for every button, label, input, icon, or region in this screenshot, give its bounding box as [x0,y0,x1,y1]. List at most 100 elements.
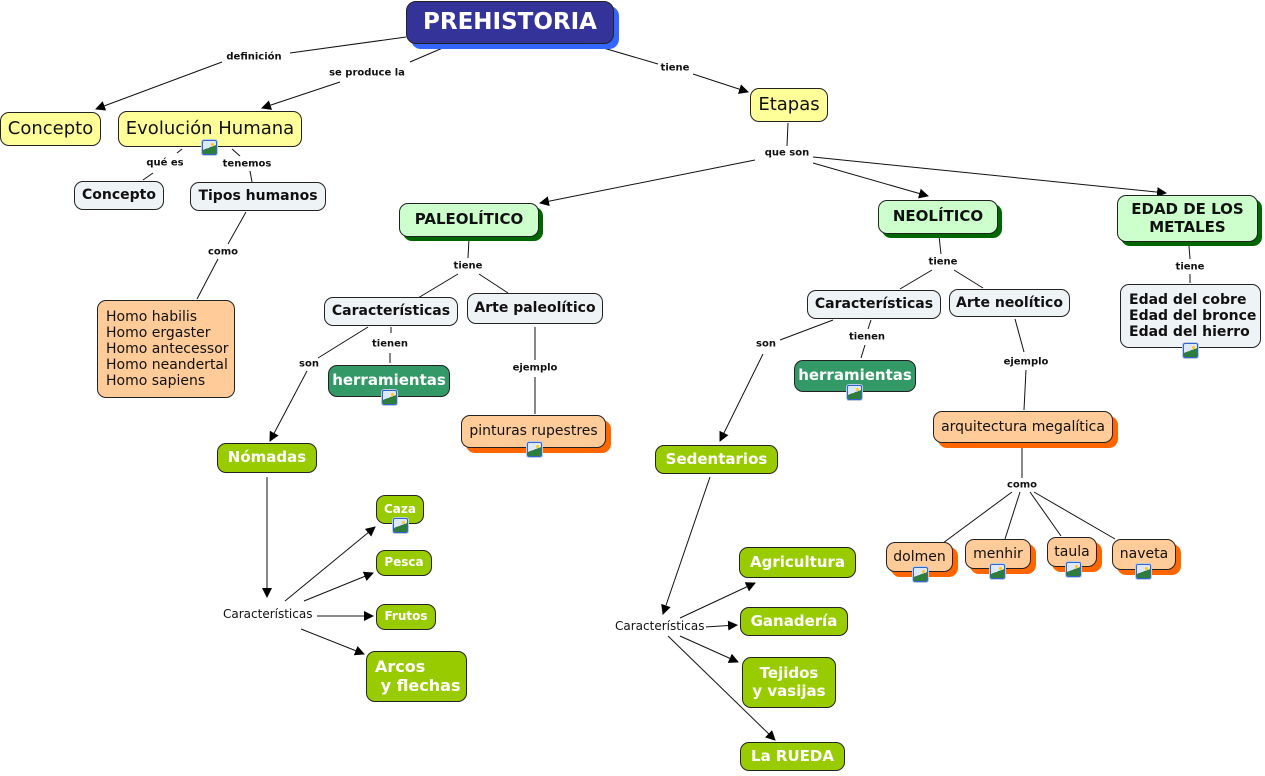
concept-label: PREHISTORIA [423,9,597,36]
concept-herramientas-neolitico[interactable]: herramientas [794,360,916,392]
concept-concepto-que-es[interactable]: Concepto [74,181,164,210]
concept-label: Homo habilis Homo ergaster Homo antecess… [106,308,229,390]
link-line [599,46,659,65]
link-line [142,172,154,181]
link-line [938,235,942,255]
link-arrow [692,73,749,94]
concept-label: La RUEDA [751,746,834,765]
link-label-ejemplo: ejemplo [510,362,560,374]
link-line [196,258,219,300]
link-label-se-produce-la: se produce la [327,67,407,79]
image-resource-icon[interactable] [1136,564,1151,579]
concept-arte-neolitico[interactable]: Arte neolítico [949,289,1070,317]
concept-label: Edad del cobre Edad del bronce Edad del … [1129,291,1257,341]
link-line [176,148,183,154]
link-label-tenemos: tenemos [220,158,274,170]
concept-caracteristicas-neolitico[interactable]: Características [807,290,941,319]
concept-neolitico[interactable]: NEOLÍTICO [878,200,998,234]
link-label-que-son: que son [762,147,812,159]
concept-arquitectura-megalitica[interactable]: arquitectura megalítica [933,411,1113,443]
concept-label: Etapas [758,93,820,115]
concept-caza[interactable]: Caza [376,495,424,524]
link-line [409,46,446,63]
link-label-como: como [205,246,241,258]
link-arrow [661,476,711,615]
link-arrow [261,81,341,110]
link-line [478,273,509,294]
concept-label: EDAD DE LOS METALES [1131,200,1244,236]
link-line [1004,491,1021,540]
concept-label: herramientas [798,366,912,385]
concept-homo-list[interactable]: Homo habilis Homo ergaster Homo antecess… [97,300,235,398]
concept-label: Concepto [82,187,156,204]
concept-la-rueda[interactable]: La RUEDA [740,742,845,771]
concept-label: NEOLÍTICO [892,207,984,226]
concept-arte-paleolitico[interactable]: Arte paleolítico [467,293,603,324]
concept-label: Características [814,296,934,313]
concept-concepto[interactable]: Concepto [0,112,101,146]
concept-agricultura[interactable]: Agricultura [739,547,856,578]
concept-arcos-y-flechas[interactable]: Arcos y flechas [366,651,467,702]
link-arrow [269,370,308,442]
link-label-definicion: definición [224,51,284,63]
link-line [1188,245,1191,260]
concept-ganaderia[interactable]: Ganadería [740,607,848,636]
concept-edad-metales[interactable]: EDAD DE LOS METALES [1117,195,1258,242]
concept-nomadas[interactable]: Nómadas [217,443,317,473]
image-resource-icon[interactable] [382,390,397,405]
concept-label: Concepto [7,117,94,139]
image-resource-icon[interactable] [1183,343,1198,358]
link-line [1014,318,1025,353]
link-line [942,491,1013,544]
link-line [779,319,834,341]
link-arrow [812,156,1167,198]
link-arrow [667,635,776,741]
link-line [1033,491,1116,540]
link-line [860,344,866,359]
image-resource-icon[interactable] [913,567,928,582]
concept-frutos[interactable]: Frutos [376,604,436,630]
concept-label: Pesca [384,555,424,570]
concept-label: dolmen [893,548,946,565]
concept-paleolitico[interactable]: PALEOLÍTICO [399,203,539,237]
concept-label: Evolución Humana [125,117,295,139]
image-resource-icon[interactable] [990,564,1005,579]
image-resource-icon[interactable] [1066,562,1081,577]
concept-label: Tipos humanos [198,188,318,205]
concept-tipos-humanos[interactable]: Tipos humanos [190,182,326,211]
image-resource-icon[interactable] [847,385,862,400]
image-resource-icon[interactable] [393,518,408,533]
link-label-como: como [1004,479,1040,491]
link-line [953,269,984,289]
concept-caracteristicas-sedentarios[interactable]: Características [613,619,707,633]
image-resource-icon[interactable] [202,140,217,155]
link-label-que-es: qué es [144,157,186,169]
concept-label: Características [331,303,451,320]
concept-label: Arcos y flechas [375,657,461,695]
concept-etapas[interactable]: Etapas [750,88,828,122]
link-label-ejemplo: ejemplo [1001,356,1051,368]
link-arrow [679,582,756,619]
concept-edades-metales-list[interactable]: Edad del cobre Edad del bronce Edad del … [1120,284,1261,348]
concept-label: pinturas rupestres [469,423,598,440]
concept-pesca[interactable]: Pesca [376,550,432,576]
link-arrow [95,61,223,111]
link-arrow [704,620,738,631]
concept-prehistoria[interactable]: PREHISTORIA [406,1,614,44]
link-line [417,273,459,299]
link-label-son: son [754,338,778,350]
concept-label: Arte paleolítico [474,300,596,317]
concept-sedentarios[interactable]: Sedentarios [655,445,778,474]
concept-tejidos-y-vasijas[interactable]: Tejidos y vasijas [742,657,836,708]
link-line [467,237,470,259]
link-line [1029,491,1062,537]
concept-caracteristicas-nomadas[interactable]: Características [221,607,315,621]
link-label-tiene: tiene [658,62,692,74]
link-line [899,269,933,290]
concept-label: Ganadería [750,611,838,630]
image-resource-icon[interactable] [527,442,542,457]
concept-label: Arte neolítico [956,294,1063,311]
link-arrow [300,628,365,656]
concept-caracteristicas-paleolitico[interactable]: Características [324,297,458,326]
concept-evolucion-humana[interactable]: Evolución Humana [118,111,302,147]
